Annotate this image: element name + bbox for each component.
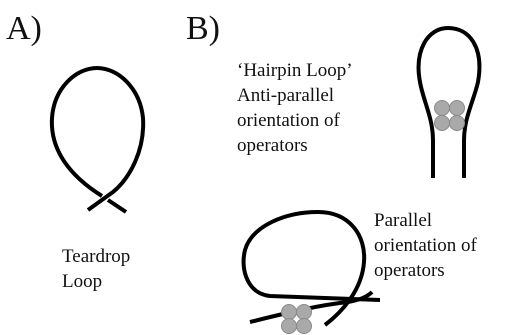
operator-circle xyxy=(296,318,312,334)
parallel-strand-upper xyxy=(241,210,381,327)
parallel-strand-lower xyxy=(249,290,374,324)
caption-line: ‘Hairpin Loop’ xyxy=(237,60,353,81)
parallel-operators xyxy=(281,304,312,334)
caption-line: operators xyxy=(237,135,308,156)
operator-circle xyxy=(449,115,465,131)
caption-line: Parallel xyxy=(374,210,433,231)
caption-line: Loop xyxy=(62,271,103,292)
caption-line: Teardrop xyxy=(62,246,131,267)
caption-line: operators xyxy=(374,260,445,281)
operator-circle xyxy=(296,304,312,320)
caption-line: Anti-parallel xyxy=(237,85,335,106)
panel-label-a: A) xyxy=(6,10,42,47)
teardrop-strand-left xyxy=(49,66,146,212)
hairpin-strand xyxy=(416,26,482,178)
hairpin-operators xyxy=(434,100,465,131)
caption-line: orientation of xyxy=(237,110,340,131)
teardrop-caption: Teardrop Loop xyxy=(62,244,130,294)
operator-circle xyxy=(281,318,297,334)
caption-line: orientation of xyxy=(374,235,477,256)
hairpin-caption: ‘Hairpin Loop’ Anti-parallel orientation… xyxy=(237,58,353,158)
parallel-caption: Parallel orientation of operators xyxy=(374,208,477,283)
operator-circle xyxy=(281,304,297,320)
panel-label-b: B) xyxy=(186,10,220,47)
teardrop-strand-right xyxy=(106,198,128,214)
